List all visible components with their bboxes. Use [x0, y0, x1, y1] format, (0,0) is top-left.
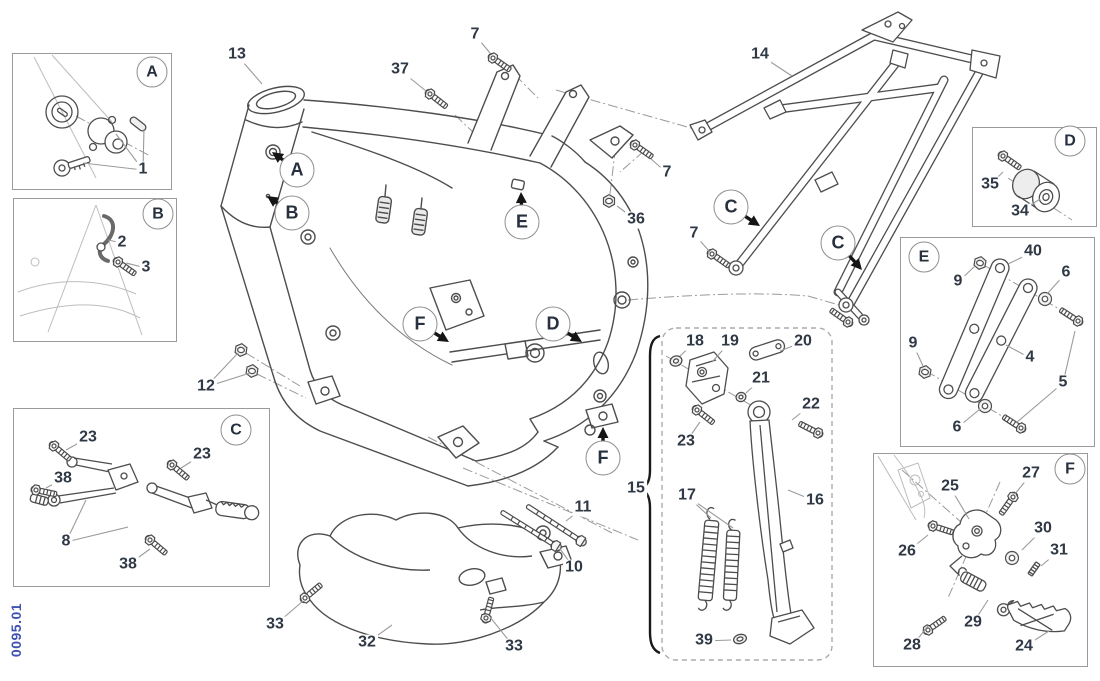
marker-arrowhead: [267, 196, 280, 207]
callout-16: 16: [804, 491, 826, 510]
callout-2: 2: [115, 233, 129, 252]
side-stand-group: [639, 327, 833, 661]
callout-24: 24: [1013, 637, 1035, 656]
callout-40: 40: [1022, 242, 1044, 261]
callout-7: 7: [468, 25, 482, 44]
callout-36: 36: [625, 210, 647, 229]
detail-box-A: [12, 53, 172, 190]
callout-18: 18: [684, 332, 706, 351]
leader-line: [82, 162, 144, 171]
callout-26: 26: [896, 542, 918, 561]
callout-6: 6: [1059, 263, 1073, 282]
marker-arrowhead: [850, 258, 862, 270]
callout-6: 6: [950, 418, 964, 437]
callout-21: 21: [750, 369, 772, 388]
figure-code: 0095.01: [8, 602, 24, 658]
callout-7: 7: [687, 224, 701, 243]
callout-4: 4: [1023, 348, 1037, 367]
skid-plate: [297, 500, 590, 645]
callout-20: 20: [792, 332, 814, 351]
callout-38: 38: [52, 469, 74, 488]
footpeg-parts: [920, 489, 1072, 638]
callout-23: 23: [675, 432, 697, 451]
callout-8: 8: [59, 532, 73, 551]
marker-arrowhead: [515, 192, 527, 204]
callout-29: 29: [962, 613, 984, 632]
frame-marker-F: F: [402, 306, 438, 342]
chain-roller-parts: [995, 148, 1061, 213]
subframe: [689, 11, 1001, 330]
context-sketch: [17, 54, 931, 521]
frame-marker-A: A: [279, 152, 315, 188]
callout-19: 19: [719, 332, 741, 351]
callout-3: 3: [139, 258, 153, 277]
frame-marker-E: E: [504, 204, 540, 240]
detail-box-C: [13, 408, 270, 587]
frame-marker-F: F: [585, 440, 621, 476]
callout-33: 33: [503, 637, 525, 656]
callout-1: 1: [136, 160, 150, 179]
frame-marker-C: C: [820, 225, 856, 261]
callout-27: 27: [1020, 464, 1042, 483]
callout-17: 17: [676, 486, 698, 505]
callout-5: 5: [1056, 373, 1070, 392]
callout-31: 31: [1048, 541, 1070, 560]
callout-30: 30: [1032, 519, 1054, 538]
callout-35: 35: [979, 175, 1001, 194]
detail-box-letter-E: E: [908, 241, 940, 273]
detail-box-letter-F: F: [1054, 453, 1086, 485]
callout-37: 37: [389, 60, 411, 79]
detail-box-letter-D: D: [1054, 125, 1086, 157]
callout-23: 23: [191, 445, 213, 464]
leader-line: [1015, 382, 1064, 424]
callout-32: 32: [356, 633, 378, 652]
detail-box-letter-B: B: [142, 198, 174, 230]
linkage-parts: [917, 255, 1086, 436]
callout-38: 38: [117, 555, 139, 574]
detail-box-letter-A: A: [136, 56, 168, 88]
frame-marker-D: D: [535, 306, 571, 342]
frame-marker-C: C: [713, 189, 749, 225]
detail-box-E: [900, 237, 1095, 447]
marker-arrowhead: [747, 215, 760, 226]
detail-box-letter-C: C: [220, 414, 252, 446]
main-frame: [220, 50, 656, 487]
callout-22: 22: [800, 395, 822, 414]
detail-box-D: [972, 127, 1097, 227]
marker-arrowhead: [569, 331, 582, 342]
callout-11: 11: [572, 498, 594, 517]
footrest-bracket-parts: [29, 438, 260, 558]
callout-33: 33: [264, 615, 286, 634]
callout-23: 23: [77, 428, 99, 447]
callout-14: 14: [749, 45, 771, 64]
marker-arrowhead: [597, 427, 609, 438]
callout-7: 7: [660, 163, 674, 182]
marker-arrowhead: [436, 331, 449, 342]
cable-guide-parts: [96, 214, 139, 279]
callout-34: 34: [1009, 202, 1031, 221]
leader-line: [65, 526, 129, 543]
steering-lock-parts: [45, 95, 147, 177]
callout-15: 15: [625, 479, 647, 498]
callout-10: 10: [563, 558, 585, 577]
callout-39: 39: [693, 631, 715, 650]
marker-arrowhead: [272, 152, 285, 163]
detail-box-B: [13, 198, 177, 342]
callout-28: 28: [901, 636, 923, 655]
detail-box-F: [873, 453, 1088, 667]
leader-line: [1062, 330, 1076, 384]
callout-9: 9: [906, 334, 920, 353]
frame-marker-B: B: [274, 195, 310, 231]
callout-13: 13: [226, 45, 248, 64]
callout-9: 9: [951, 272, 965, 291]
callout-25: 25: [939, 477, 961, 496]
callout-12: 12: [195, 377, 217, 396]
